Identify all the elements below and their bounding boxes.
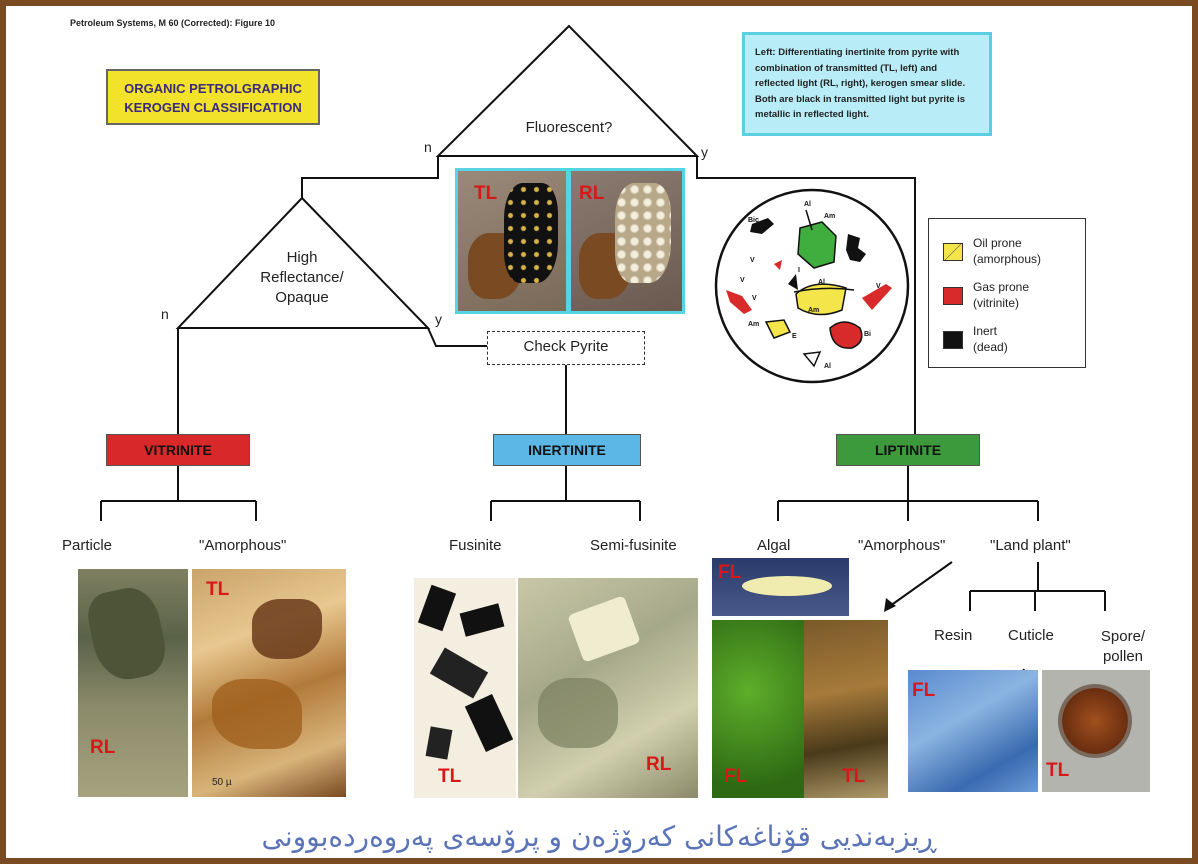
legend-inert-line2: (dead) xyxy=(973,340,1008,354)
semifusinite-photo-label: RL xyxy=(646,754,672,775)
legend-inert-line1: Inert xyxy=(973,324,998,338)
circle-label: Al xyxy=(804,201,811,208)
fluorescent-yes-line xyxy=(696,156,916,434)
vitrinite-amorphous-label: TL xyxy=(206,579,230,600)
pyrite-rl-photo: RL xyxy=(571,171,682,311)
spore-photo: TL xyxy=(1042,670,1150,792)
particle-photo: RL xyxy=(78,569,188,797)
legend-swatch-inert xyxy=(943,331,963,349)
fluorescent-no: n xyxy=(424,139,432,155)
source-caption: Petroleum Systems, M 60 (Corrected): Fig… xyxy=(70,18,276,28)
pyrite-tl-label: TL xyxy=(474,183,498,204)
title-line-2: KEROGEN CLASSIFICATION xyxy=(124,100,302,115)
liptinite-amorphous-fl-photo: FL xyxy=(712,620,804,798)
algal-photo-label: FL xyxy=(718,562,742,583)
legend-swatch-gas xyxy=(943,287,963,305)
fluorescent-triangle xyxy=(435,24,700,157)
title-line-1: ORGANIC PETROLGRAPHIC xyxy=(124,81,302,96)
legend: Oil prone (amorphous) Gas prone (vitrini… xyxy=(928,218,1086,368)
reflectance-label: High Reflectance/ Opaque xyxy=(219,248,385,308)
subtype-vitrinite-amorphous: "Amorphous" xyxy=(199,537,287,554)
circle-label: V xyxy=(876,283,881,290)
subtype-liptinite-amorphous: "Amorphous" xyxy=(858,537,946,554)
legend-item-inert: Inert (dead) xyxy=(943,323,1083,363)
fluorescent-no-line xyxy=(301,156,439,198)
reflectance-line-2: Reflectance/ xyxy=(260,269,344,286)
legend-gas-line2: (vitrinite) xyxy=(973,296,1020,310)
circle-label: E xyxy=(792,333,797,340)
circle-label: V xyxy=(752,295,757,302)
reflectance-line-1: High xyxy=(286,249,318,266)
pyrite-photo-frame: TL RL xyxy=(455,168,685,314)
legend-oil-line2: (amorphous) xyxy=(973,252,1042,266)
circle-label: Bic xyxy=(748,217,759,224)
fluorescent-label: Fluorescent? xyxy=(525,119,613,136)
cuticle-photo-label: FL xyxy=(912,680,936,701)
spore-photo-label: TL xyxy=(1046,760,1070,781)
subtype-algal: Algal xyxy=(757,537,791,554)
fusinite-photo: TL xyxy=(414,578,516,798)
category-liptinite: LIPTINITE xyxy=(836,434,980,466)
category-inertinite: INERTINITE xyxy=(493,434,641,466)
subtype-semifusinite: Semi-fusinite xyxy=(590,537,677,554)
legend-item-oil: Oil prone (amorphous) xyxy=(943,235,1083,275)
fluorescent-yes: y xyxy=(701,144,708,160)
pyrite-rl-label: RL xyxy=(579,183,605,204)
circle-label: Am xyxy=(824,213,835,220)
flow-lines xyxy=(100,24,1106,694)
particle-photo-label: RL xyxy=(90,737,116,758)
algal-photo: FL xyxy=(712,558,849,616)
circle-label: V xyxy=(750,257,755,264)
subtype-resin: Resin xyxy=(934,627,973,644)
circle-label: Am xyxy=(748,321,759,328)
check-pyrite-box: Check Pyrite xyxy=(487,331,645,365)
subtype-particle: Particle xyxy=(62,537,113,554)
circle-label: Al xyxy=(824,363,831,370)
circle-label: Al xyxy=(818,279,825,286)
semifusinite-photo: RL xyxy=(518,578,698,798)
legend-gas-line1: Gas prone xyxy=(973,280,1030,294)
reflectance-yes: y xyxy=(435,311,442,327)
legend-swatch-oil xyxy=(943,243,963,261)
reflectance-triangle xyxy=(175,196,431,329)
liptinite-amorphous-tl-photo: TL xyxy=(804,620,888,798)
circle-label: V xyxy=(740,277,745,284)
subtype-cuticle: Cuticle xyxy=(1008,627,1054,644)
scale-label: 50 µ xyxy=(212,777,232,788)
category-vitrinite: VITRINITE xyxy=(106,434,250,466)
reflectance-no: n xyxy=(161,306,169,322)
liptinite-amorphous-tl-label: TL xyxy=(842,766,866,787)
reflectance-yes-line xyxy=(427,327,487,347)
fusinite-photo-label: TL xyxy=(438,766,462,787)
vitrinite-amorphous-photo: TL 50 µ xyxy=(192,569,346,797)
footer-caption: ڕیزبەندیی قۆناغەکانی کەرۆژەن و پرۆسەی پە… xyxy=(261,820,937,853)
subtype-spore-pollen: Spore/ pollen xyxy=(1100,628,1146,665)
subtype-fusinite: Fusinite xyxy=(449,537,502,554)
cuticle-photo: FL xyxy=(908,670,1038,792)
circle-label: I xyxy=(852,253,854,260)
subtype-land-plant: "Land plant" xyxy=(990,537,1071,554)
legend-oil-line1: Oil prone xyxy=(973,236,1022,250)
circle-label: I xyxy=(798,267,800,274)
liptinite-amorphous-fl-label: FL xyxy=(724,766,748,787)
pyrite-tl-photo: TL xyxy=(458,171,566,311)
legend-item-gas: Gas prone (vitrinite) xyxy=(943,279,1083,319)
note-box: Left: Differentiating inertinite from py… xyxy=(742,32,992,136)
circle-label: Am xyxy=(808,307,819,314)
circle-label: Bi xyxy=(864,331,871,338)
title-box: ORGANIC PETROLGRAPHIC KEROGEN CLASSIFICA… xyxy=(106,69,320,125)
reflectance-line-3: Opaque xyxy=(275,289,329,306)
kerogen-particle-circle: Bic Al Am V I V Al Am V Am V E Bi I Al xyxy=(714,188,910,384)
